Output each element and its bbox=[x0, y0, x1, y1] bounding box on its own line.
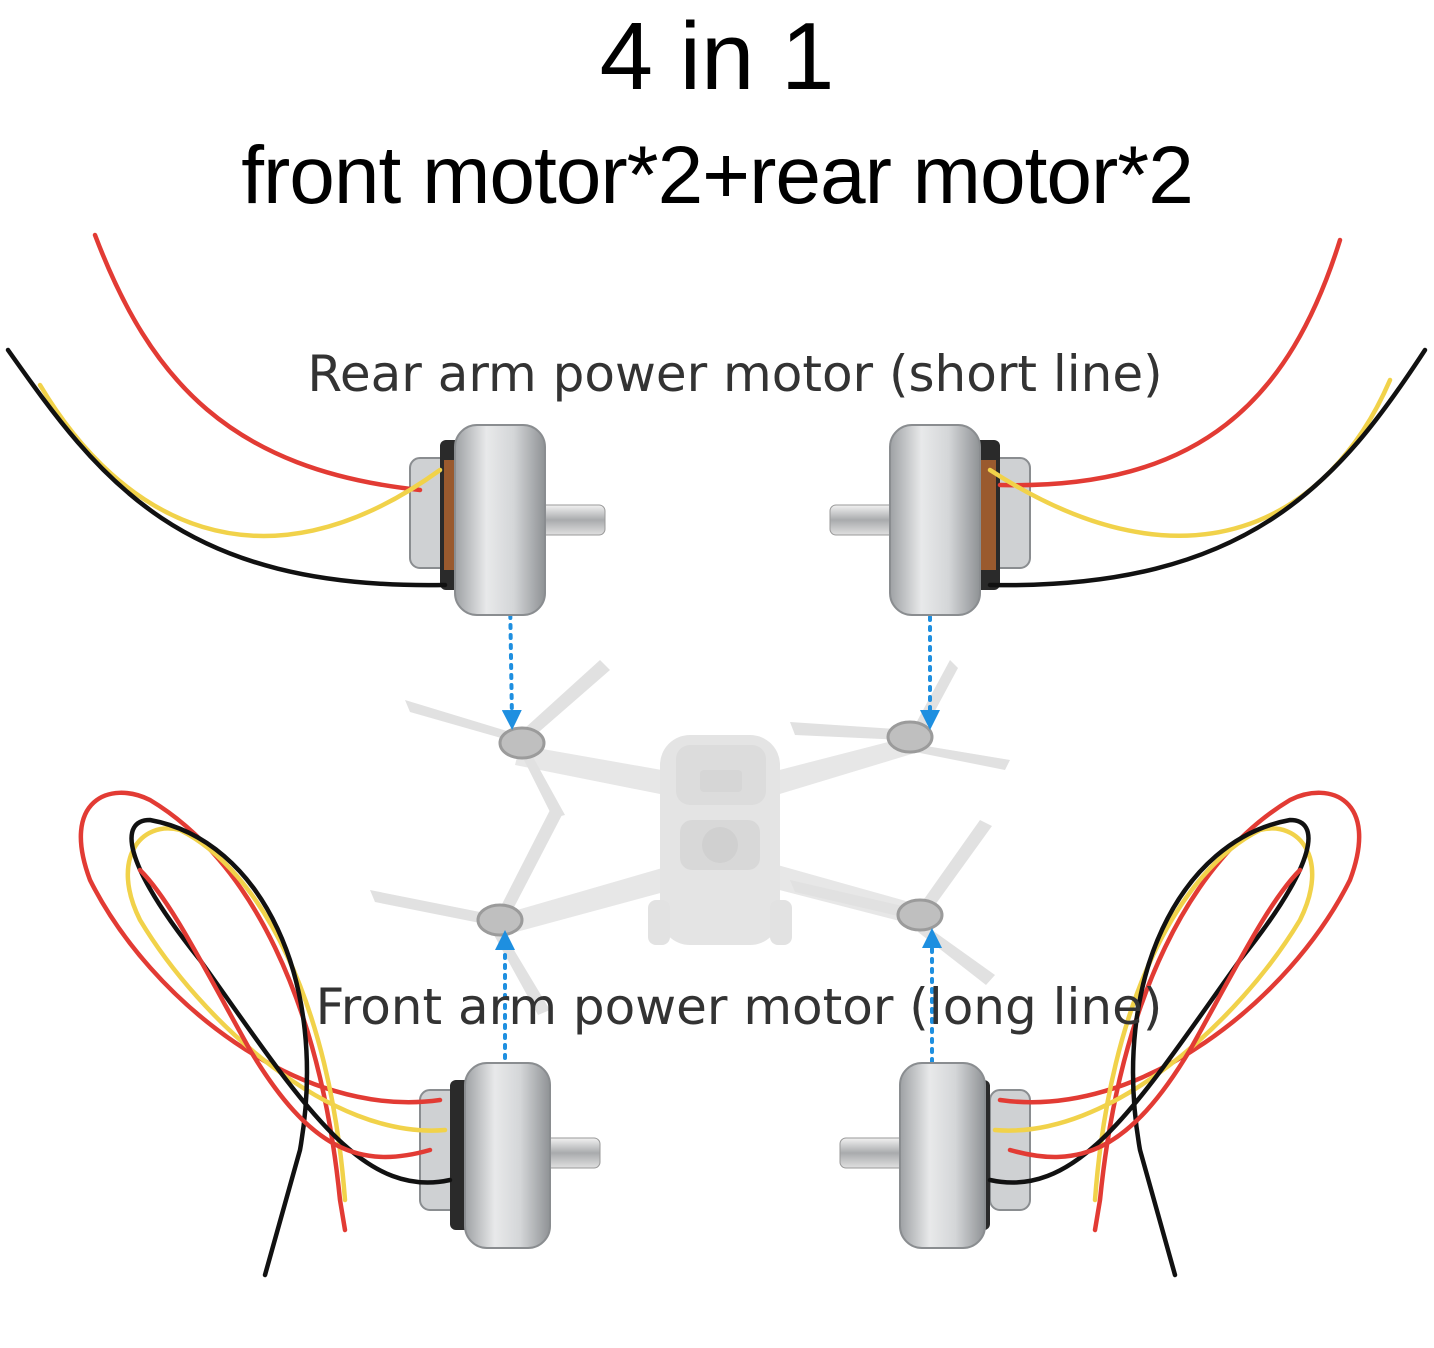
motor-front-right bbox=[839, 1062, 1031, 1249]
wires-rear-left bbox=[5, 232, 448, 588]
wires-rear-right bbox=[987, 237, 1428, 588]
wires-front-left bbox=[78, 790, 453, 1278]
page-subtitle: front motor*2+rear motor*2 bbox=[241, 130, 1194, 221]
page-title: 4 in 1 bbox=[599, 3, 835, 110]
motor-rear-left bbox=[409, 424, 606, 616]
drone-image bbox=[370, 660, 1010, 1015]
motor-front-left bbox=[419, 1062, 601, 1249]
front-motor-label: Front arm power motor (long line) bbox=[315, 978, 1163, 1036]
rear-motor-label: Rear arm power motor (short line) bbox=[307, 345, 1163, 403]
wires-front-right bbox=[987, 790, 1362, 1278]
